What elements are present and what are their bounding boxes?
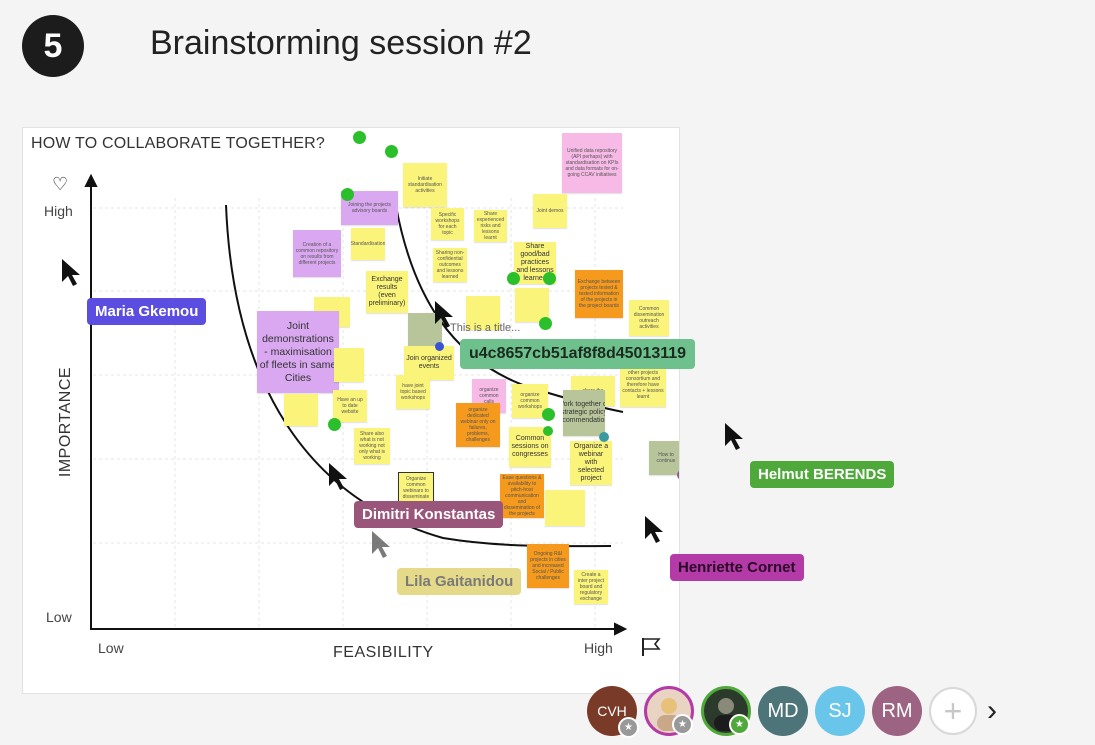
star-icon: ★ — [729, 714, 750, 735]
plus-icon: + — [943, 692, 963, 729]
vote-dot[interactable] — [385, 145, 398, 158]
cursor-label-dimitri: Dimitri Konstantas — [354, 501, 504, 528]
title-placeholder[interactable]: This is a title... — [450, 322, 521, 334]
sticky-note[interactable]: Ease questions & availability to pitch-h… — [500, 474, 544, 518]
cursor-label-unknown: u4c8657cb51af8f8d45013119 — [460, 339, 696, 369]
avatar[interactable]: CVH ★ — [587, 686, 639, 738]
add-participant-button[interactable]: + — [929, 687, 977, 735]
vote-dot[interactable] — [542, 408, 555, 421]
participants-bar: CVH ★ ★ ★ MD SJ RM + › — [587, 686, 997, 738]
cursor-pointer-icon — [435, 301, 453, 328]
sticky-note[interactable]: Join organized events — [404, 346, 454, 380]
sticky-note[interactable]: have joint topic based workshops — [396, 375, 430, 409]
star-icon: ★ — [672, 714, 693, 735]
avatar-initials: CVH — [597, 703, 627, 719]
sticky-note[interactable]: Create a inter project board and regulat… — [574, 570, 608, 604]
vote-dot[interactable] — [435, 342, 444, 351]
cursor-label-lila: Lila Gaitanidou — [397, 568, 522, 595]
sticky-note[interactable]: How to continue — [649, 441, 679, 475]
sticky-note[interactable] — [284, 394, 318, 426]
sticky-note[interactable]: Specific workshops for each topic — [431, 208, 464, 240]
sticky-note[interactable]: Standardisation — [351, 228, 385, 260]
cursor-pointer-icon — [329, 463, 347, 490]
avatar-initials: MD — [767, 699, 799, 722]
page-title: Brainstorming session #2 — [150, 24, 532, 62]
sticky-note[interactable]: Initiate standardisation activities — [403, 163, 447, 207]
sticky-note[interactable]: Work together on strategic policy recomm… — [563, 390, 605, 436]
avatar[interactable]: SJ — [815, 686, 865, 736]
cursor-pointer-icon — [725, 423, 743, 450]
sticky-note[interactable]: Organize common webinars to disseminate — [398, 472, 434, 504]
sticky-note[interactable]: Exchange results (even preliminary) — [366, 271, 408, 313]
vote-dot[interactable] — [507, 272, 520, 285]
y-high-label: High — [44, 203, 73, 219]
sticky-note[interactable] — [334, 348, 364, 382]
sticky-note[interactable]: Have an up to date website — [333, 390, 367, 422]
whiteboard[interactable]: HOW TO COLLABORATE TOGETHER? ♡ High Low … — [22, 127, 680, 694]
sticky-note[interactable]: Joint demonstrations - maximisation of f… — [257, 311, 339, 393]
sticky-note[interactable]: Unified data repository (API perhaps) wi… — [562, 133, 622, 193]
avatar-initials: SJ — [828, 699, 852, 722]
vote-dot[interactable] — [599, 432, 609, 442]
sticky-note[interactable]: organize common workshops — [512, 384, 548, 418]
vote-dot[interactable] — [328, 418, 341, 431]
chevron-right-icon[interactable]: › — [987, 694, 997, 727]
sticky-note[interactable]: Exchange between projects tested & teste… — [575, 270, 623, 318]
vote-dot[interactable] — [353, 131, 366, 144]
flag-icon — [642, 638, 661, 656]
star-icon: ★ — [618, 717, 639, 738]
sticky-note[interactable]: Common dissemination outreach activities — [629, 300, 669, 336]
cursor-label-henriette: Henriette Cornet — [670, 554, 804, 581]
avatar-initials: RM — [881, 699, 913, 722]
sticky-note[interactable]: Organize a webinar with selected project — [570, 441, 612, 485]
cursor-label-helmut: Helmut BERENDS — [750, 461, 895, 488]
cursor-pointer-icon — [62, 259, 80, 286]
vote-dot[interactable] — [543, 426, 553, 436]
x-high-label: High — [584, 640, 613, 656]
sticky-note[interactable]: other projects consortium and therefore … — [620, 363, 666, 407]
avatar[interactable]: ★ — [644, 686, 694, 736]
y-axis-label: IMPORTANCE — [57, 366, 74, 478]
cursor-pointer-icon — [645, 516, 663, 543]
y-low-label: Low — [46, 609, 72, 625]
sticky-note[interactable]: Share experienced risks and lessons lear… — [474, 210, 507, 242]
sticky-note[interactable] — [515, 288, 549, 322]
sticky-note[interactable]: Creation of a common repository on resul… — [293, 230, 341, 277]
cursor-label-maria: Maria Gkemou — [87, 298, 207, 325]
vote-dot[interactable] — [341, 188, 354, 201]
step-number-badge: 5 — [22, 15, 84, 77]
avatar[interactable]: ★ — [701, 686, 751, 736]
vote-dot[interactable] — [543, 272, 556, 285]
sticky-note[interactable] — [466, 296, 500, 330]
vote-dot[interactable] — [539, 317, 552, 330]
heart-icon: ♡ — [52, 174, 69, 194]
sticky-note[interactable]: Sharing non-confidential outcomes and le… — [433, 248, 467, 282]
sticky-note[interactable]: Common sessions on congresses — [509, 427, 551, 467]
cursor-pointer-icon — [372, 531, 390, 558]
sticky-note[interactable]: organize dedicated webinar only on failu… — [456, 403, 500, 447]
sticky-note[interactable]: Joint demos — [533, 194, 567, 228]
avatar[interactable]: RM — [872, 686, 922, 736]
sticky-note[interactable]: Ongoing R&I projects in cities and incre… — [527, 544, 569, 588]
sticky-note[interactable]: Share also what is not working not only … — [354, 428, 390, 464]
x-axis-label: FEASIBILITY — [333, 644, 434, 661]
avatar[interactable]: MD — [758, 686, 808, 736]
x-low-label: Low — [98, 640, 124, 656]
vote-dot[interactable] — [677, 470, 679, 480]
board-title: HOW TO COLLABORATE TOGETHER? — [31, 135, 325, 152]
sticky-note[interactable] — [545, 490, 585, 526]
